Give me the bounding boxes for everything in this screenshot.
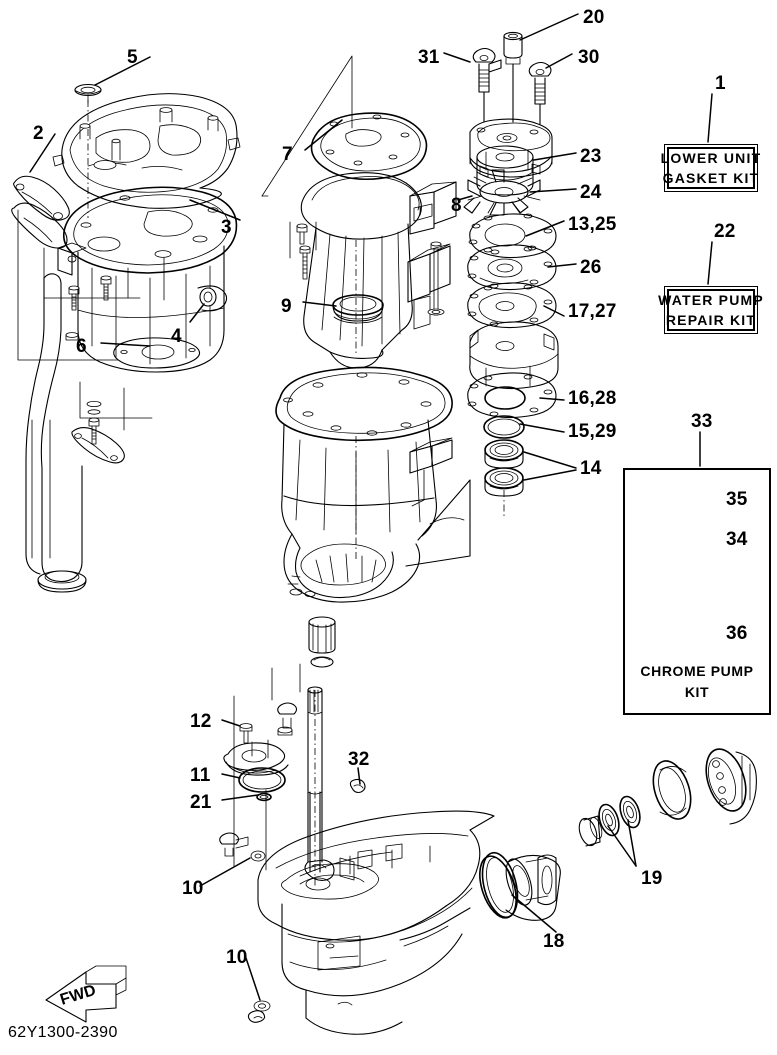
callout-33[interactable]: 33 [691,411,713,432]
part-upper-casing-body [77,245,228,373]
lower-unit-group [219,663,757,1035]
part-21-oring [256,792,272,802]
part-14-bearing-upper [484,439,524,469]
callout-23[interactable]: 23 [580,146,602,167]
part-lower-gearcase [257,810,495,1035]
part-pump-housing [469,118,553,178]
callout-10-lower[interactable]: 10 [226,947,248,968]
part-11-oring [238,767,286,793]
callout-34[interactable]: 34 [726,529,748,550]
part-7-gasket [310,112,428,181]
part-bolts-center [289,221,317,280]
part-23-insert [476,145,534,196]
part-side-bracket [407,241,451,330]
drive-shaft-housing-group [261,55,471,668]
callout-19[interactable]: 19 [641,868,663,889]
part-linkage-arm [71,426,125,464]
callout-35[interactable]: 35 [726,489,748,510]
callout-36[interactable]: 36 [726,623,748,644]
part-10-bolt-lower [247,1000,271,1023]
callout-26[interactable]: 26 [580,257,602,278]
part-upper-casing-top [52,93,241,209]
callout-8[interactable]: 8 [451,195,462,216]
callout-5[interactable]: 5 [127,47,138,68]
part-32-pin [349,778,366,794]
part-2b-bracket [11,202,87,276]
part-ball-bearing [705,748,757,825]
upper-casing-group [11,83,241,593]
water-pump-stack-group [463,31,559,516]
callout-10-upper[interactable]: 10 [182,878,204,899]
callout-7[interactable]: 7 [282,144,293,165]
part-bushing-19a [578,815,603,847]
part-3-gasket [62,186,238,274]
callout-1[interactable]: 1 [715,73,726,94]
part-drive-shaft [233,663,323,886]
callout-17-27[interactable]: 17,27 [568,301,617,322]
part-bearing-19c [619,795,641,829]
part-20-cap [503,31,523,123]
part-lower-casing-body [275,366,471,668]
part-fasteners-left [65,275,112,445]
part-9-seal [332,294,384,324]
fwd-direction-arrow: FWD [45,965,127,1023]
part-drive-shaft-housing [300,172,457,369]
part-16-28-gasket [467,372,557,419]
callout-31[interactable]: 31 [418,47,440,68]
lower-unit-gasket-kit-line1: LOWER UNIT [660,149,762,166]
part-24-impeller [463,169,541,216]
water-pump-repair-kit-line2: REPAIR KIT [665,312,757,328]
chrome-pump-kit-line2: KIT [684,684,710,700]
callout-16-28[interactable]: 16,28 [568,388,617,409]
part-30-bolt [528,61,552,125]
callout-6[interactable]: 6 [76,336,87,357]
callout-9[interactable]: 9 [281,296,292,317]
drawing-number: 62Y1300-2390 [8,1024,118,1041]
part-10-bolt-upper [219,832,266,862]
part-exhaust-tube [25,273,87,593]
chrome-pump-kit-box[interactable]: CHROME PUMP KIT [623,468,771,715]
lower-unit-gasket-kit-line2: GASKET KIT [662,170,760,186]
leader-lines [29,13,723,1001]
part-retainer-ring [652,760,692,820]
lower-unit-gasket-kit-box[interactable]: LOWER UNIT GASKET KIT [661,144,760,192]
chrome-pump-kit-caption: CHROME PUMP KIT [625,661,769,703]
part-2-bracket [13,175,70,221]
callout-30[interactable]: 30 [578,47,600,68]
callout-13-25[interactable]: 13,25 [568,214,617,235]
water-pump-repair-kit-box[interactable]: WATER PUMP REPAIR KIT [658,286,763,334]
chrome-pump-kit-line1: CHROME PUMP [640,663,754,679]
callout-22[interactable]: 22 [714,221,736,242]
part-26-plate [467,244,557,291]
callout-2[interactable]: 2 [33,123,44,144]
callout-12[interactable]: 12 [190,711,212,732]
part-17-27-plate [467,282,557,329]
callout-20[interactable]: 20 [583,7,605,28]
part-15-29-oring [483,415,525,439]
part-18-seal [481,851,519,919]
svg-text:FWD: FWD [58,982,98,1009]
water-pump-repair-kit-line1: WATER PUMP [658,291,764,308]
callout-32[interactable]: 32 [348,749,370,770]
callout-18[interactable]: 18 [543,931,565,952]
callout-14[interactable]: 14 [580,458,602,479]
callout-3[interactable]: 3 [221,217,232,238]
callout-11[interactable]: 11 [190,765,211,786]
callout-15-29[interactable]: 15,29 [568,421,617,442]
callout-21[interactable]: 21 [190,792,212,813]
part-12-cap [223,702,298,776]
callout-4[interactable]: 4 [171,326,182,347]
part-pump-base-block [469,321,559,390]
callout-24[interactable]: 24 [580,182,602,203]
part-5-grommet [74,83,102,218]
part-31-bolt [472,47,502,123]
